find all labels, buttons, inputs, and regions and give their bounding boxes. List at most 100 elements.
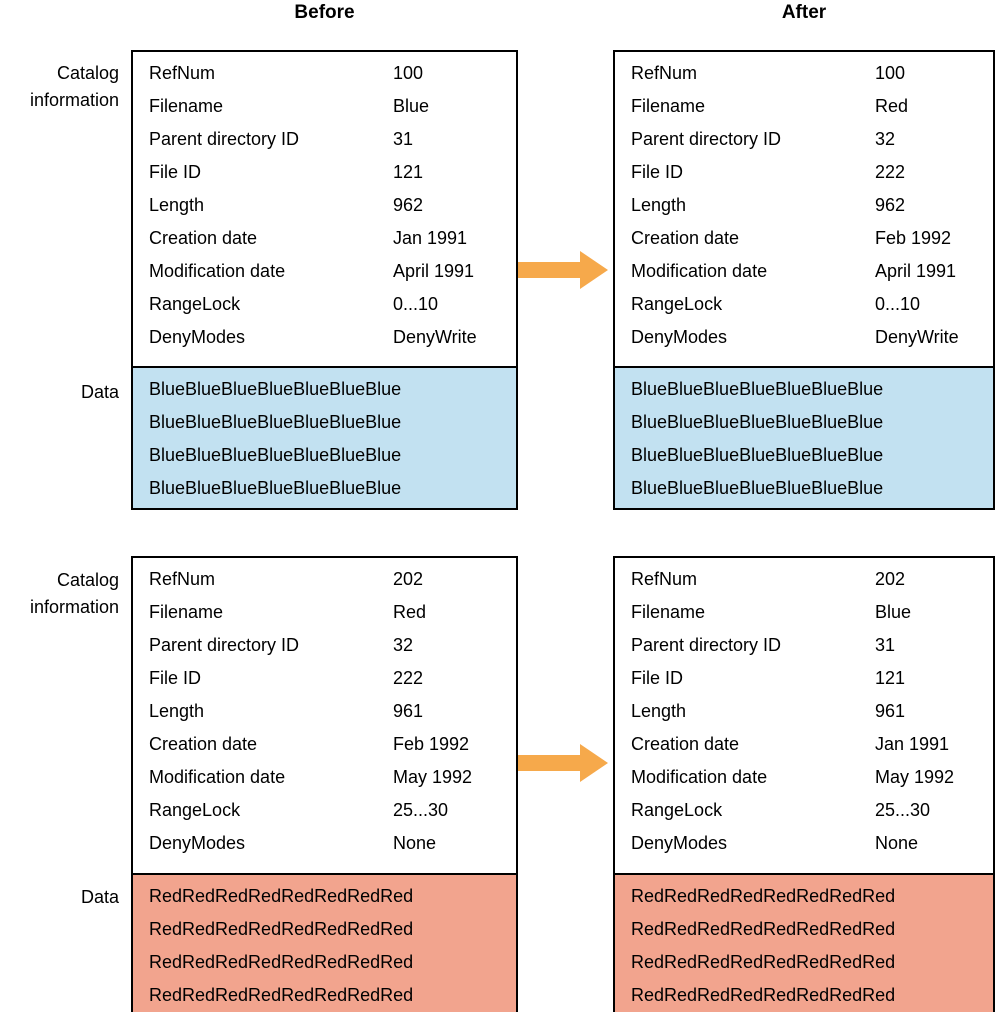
catalog-row: DenyModes DenyWrite (149, 321, 516, 354)
field-value: 31 (875, 635, 896, 655)
field-label: Length (149, 701, 205, 721)
data-line: RedRedRedRedRedRedRedRed (149, 886, 414, 906)
field-label: RefNum (631, 63, 698, 83)
field-value: 100 (875, 63, 906, 83)
field-label: Creation date (149, 228, 258, 248)
data-line: BlueBlueBlueBlueBlueBlueBlue (631, 379, 884, 399)
field-value: 961 (875, 701, 906, 721)
catalog-row: File ID 121 (631, 662, 993, 695)
field-label: File ID (631, 162, 684, 182)
field-value: 25...30 (393, 800, 449, 820)
field-value: 32 (393, 635, 414, 655)
field-value: 962 (393, 195, 424, 215)
field-label: Modification date (631, 261, 768, 281)
field-value: 222 (875, 162, 906, 182)
data-line: BlueBlueBlueBlueBlueBlueBlue (631, 478, 884, 498)
data-line: RedRedRedRedRedRedRedRed (631, 985, 896, 1005)
field-label: RefNum (149, 63, 216, 83)
field-value: Feb 1992 (393, 734, 470, 754)
field-value: May 1992 (393, 767, 473, 787)
side-label-data-top: Data (80, 382, 119, 402)
field-label: RangeLock (149, 800, 241, 820)
field-value: 962 (875, 195, 906, 215)
field-value: 25...30 (875, 800, 931, 820)
data-line: BlueBlueBlueBlueBlueBlueBlue (149, 379, 402, 399)
catalog-row: Length 962 (631, 189, 993, 222)
field-label: DenyModes (631, 327, 728, 347)
catalog-info-section: RefNum 100 Filename Red Parent directory I… (615, 52, 993, 368)
data-line: BlueBlueBlueBlueBlueBlueBlue (149, 445, 402, 465)
side-label-data-bottom: Data (80, 887, 119, 907)
data-section-blue: BlueBlueBlueBlueBlueBlueBlue BlueBlueBlu… (615, 368, 993, 508)
data-line: BlueBlueBlueBlueBlueBlueBlue (631, 412, 884, 432)
field-value: Jan 1991 (875, 734, 950, 754)
catalog-row: RefNum 202 (149, 563, 516, 596)
catalog-row: RangeLock 25...30 (631, 794, 993, 827)
field-value: 202 (875, 569, 906, 589)
field-label: Length (631, 195, 687, 215)
field-value: 222 (393, 668, 424, 688)
catalog-row: Filename Red (631, 90, 993, 123)
data-section-blue: BlueBlueBlueBlueBlueBlueBlue BlueBlueBlu… (133, 368, 516, 508)
field-label: Filename (631, 602, 706, 622)
field-label: DenyModes (149, 327, 246, 347)
catalog-row: RefNum 100 (149, 57, 516, 90)
field-value: 0...10 (393, 294, 439, 314)
data-line: BlueBlueBlueBlueBlueBlueBlue (149, 478, 402, 498)
field-label: Creation date (631, 228, 740, 248)
field-label: Filename (631, 96, 706, 116)
field-value: 121 (875, 668, 906, 688)
field-value: None (393, 833, 437, 853)
side-label-catalog-information-top: Catalog information (29, 63, 119, 110)
field-value: May 1992 (875, 767, 955, 787)
field-label: DenyModes (149, 833, 246, 853)
field-value: DenyWrite (393, 327, 477, 347)
field-value: Red (393, 602, 427, 622)
catalog-row: Creation date Jan 1991 (631, 728, 993, 761)
side-label-catalog-information-bottom: Catalog information (29, 570, 119, 617)
field-value: 0...10 (875, 294, 921, 314)
catalog-row: Parent directory ID 32 (631, 123, 993, 156)
data-line: RedRedRedRedRedRedRedRed (149, 952, 414, 972)
field-value: 32 (875, 129, 896, 149)
field-value: Blue (875, 602, 912, 622)
field-value: Red (875, 96, 909, 116)
data-line: RedRedRedRedRedRedRedRed (149, 985, 414, 1005)
field-label: File ID (149, 162, 202, 182)
data-line: RedRedRedRedRedRedRedRed (631, 886, 896, 906)
column-header-after: After (781, 2, 827, 23)
field-label: RangeLock (631, 800, 723, 820)
data-line: BlueBlueBlueBlueBlueBlueBlue (149, 412, 402, 432)
arrow-right-icon (518, 251, 608, 289)
field-value: 100 (393, 63, 424, 83)
field-label: Parent directory ID (631, 129, 782, 149)
field-value: 961 (393, 701, 424, 721)
field-label: Creation date (631, 734, 740, 754)
field-value: 202 (393, 569, 424, 589)
catalog-row: Length 961 (149, 695, 516, 728)
field-label: File ID (631, 668, 684, 688)
field-label: Parent directory ID (149, 635, 300, 655)
field-label: Parent directory ID (149, 129, 300, 149)
field-label: RefNum (149, 569, 216, 589)
field-value: Blue (393, 96, 430, 116)
catalog-row: Filename Blue (631, 596, 993, 629)
catalog-row: RefNum 100 (631, 57, 993, 90)
